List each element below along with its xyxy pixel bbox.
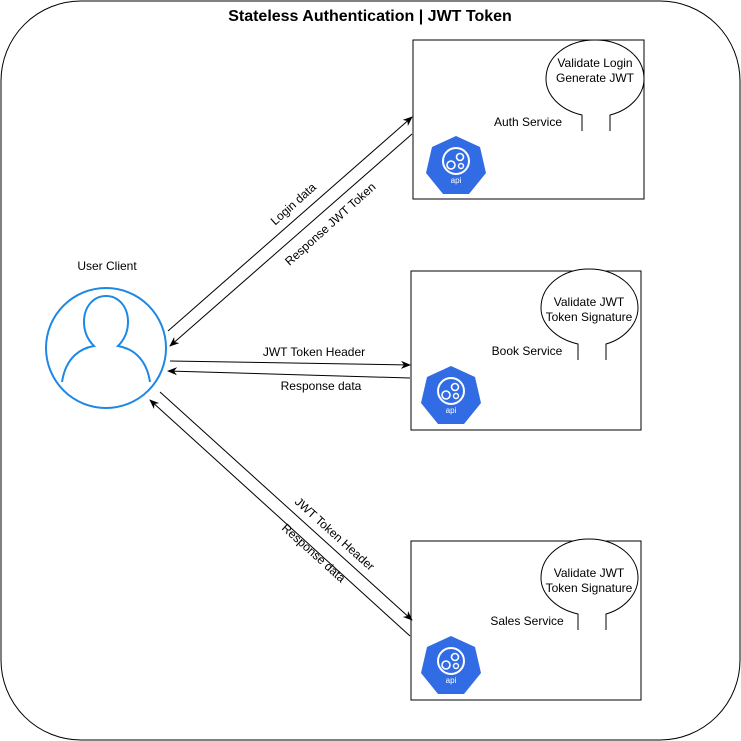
auth-bubble-line-2: Generate JWT [556, 71, 635, 85]
book-api-icon-label: api [446, 406, 457, 415]
auth-bubble-line-1: Validate Login [557, 56, 632, 70]
page-title: Stateless Authentication | JWT Token [228, 8, 512, 25]
book-bubble-line-1: Validate JWT [554, 295, 625, 309]
user-client-label: User Client [77, 259, 137, 273]
book-bubble-line-2: Token Signature [546, 310, 633, 324]
sales-api-icon-label: api [446, 676, 457, 685]
auth-service-bubble [545, 39, 645, 131]
sales-bubble-line-1: Validate JWT [554, 566, 625, 580]
book-service-bubble [540, 268, 639, 360]
user-icon [45, 287, 167, 409]
sales-service-bubble [540, 538, 639, 630]
book-service-label: Book Service [492, 344, 563, 358]
sales-request-arrow[interactable] [159, 391, 413, 621]
book-response-arrow[interactable] [167, 367, 411, 379]
sales-service-node[interactable]: Validate JWT Token Signature Sales Servi… [410, 538, 642, 701]
user-client-node[interactable]: User Client [45, 259, 167, 409]
auth-service-label: Auth Service [494, 115, 562, 129]
sales-response-arrow[interactable] [149, 399, 411, 637]
book-service-node[interactable]: Validate JWT Token Signature Book Servic… [410, 268, 642, 431]
sales-bubble-line-2: Token Signature [546, 581, 633, 595]
auth-api-icon-label: api [451, 176, 462, 185]
auth-service-node[interactable]: Validate Login Generate JWT Auth Service… [412, 39, 645, 200]
book-response-label: Response data [281, 379, 362, 393]
sales-service-label: Sales Service [490, 614, 564, 628]
auth-response-arrow[interactable] [169, 133, 413, 347]
user-silhouette-icon [61, 294, 151, 383]
book-request-label: JWT Token Header [263, 345, 365, 359]
book-request-arrow[interactable] [169, 360, 411, 369]
auth-request-arrow[interactable] [167, 116, 413, 332]
